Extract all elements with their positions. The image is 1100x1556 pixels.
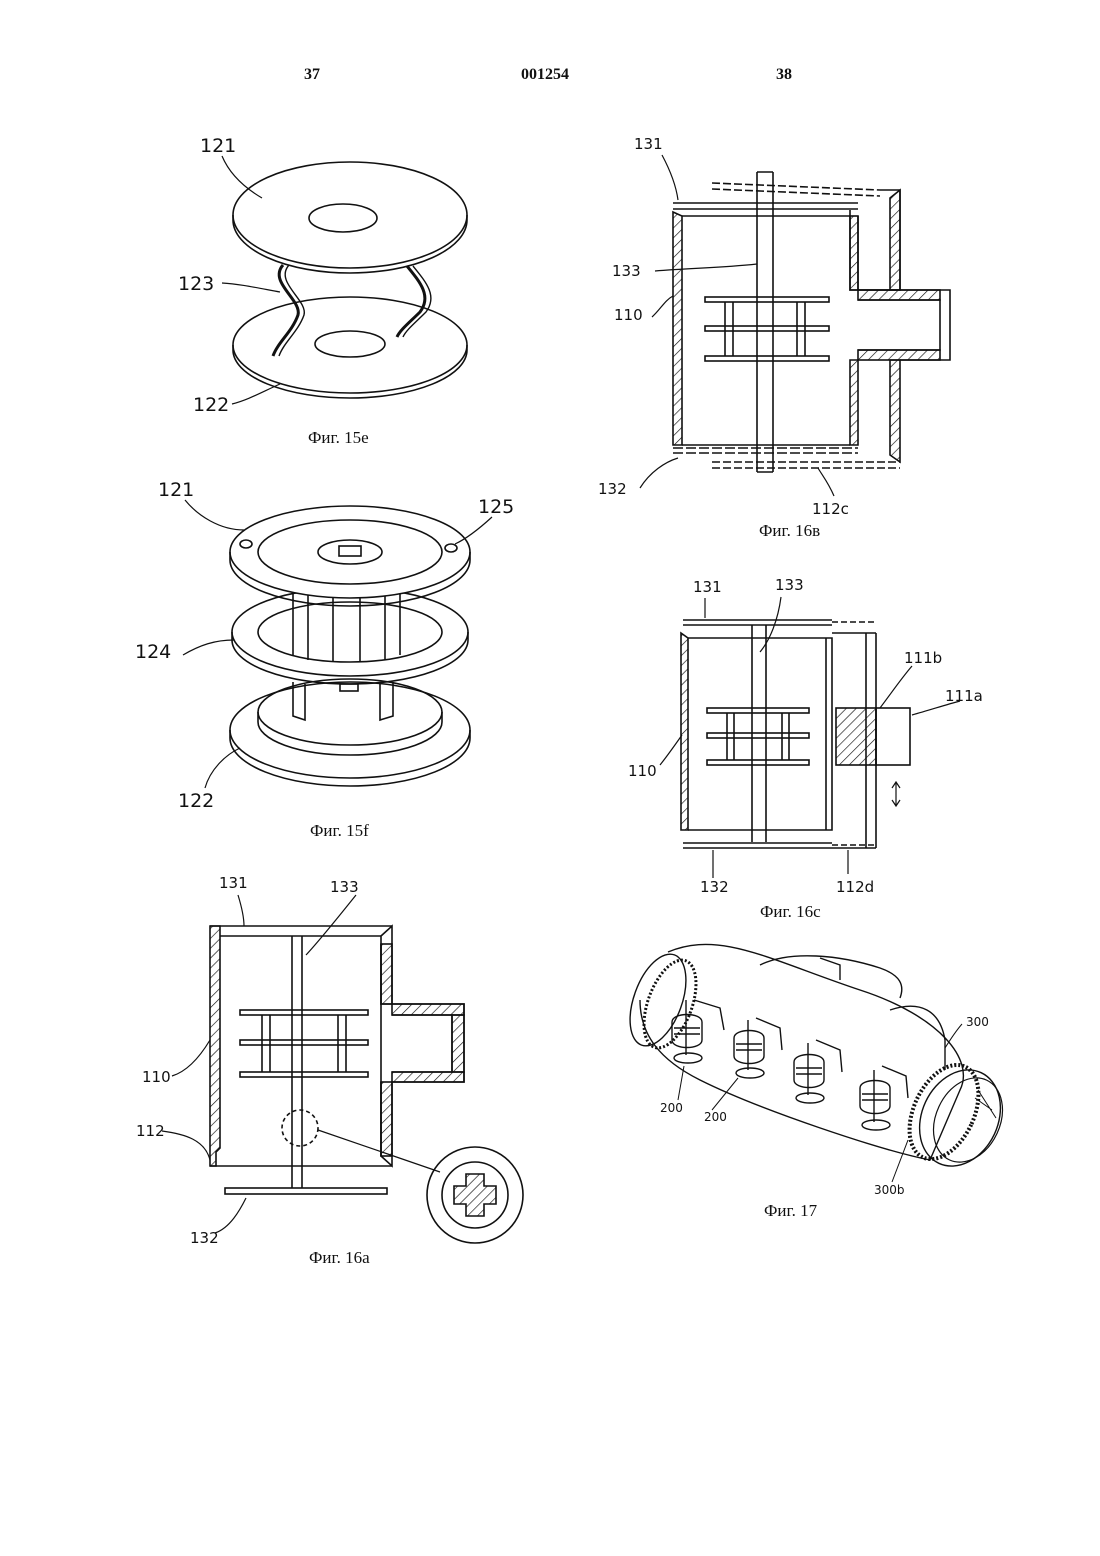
fig16c-label-133: 133 [775,576,804,594]
fig16b-label-112c: 112c [812,500,849,518]
fig15f-label-122: 122 [178,790,214,812]
fig17-valve-4 [860,1066,908,1130]
fig16b-label-131: 131 [634,135,663,153]
fig15f-drawing [183,500,492,788]
fig17-label-200-b: 200 [704,1110,727,1124]
fig16b-label-133: 133 [612,262,641,280]
fig15e-label-123: 123 [178,273,214,295]
fig15e-label-122: 122 [193,394,229,416]
fig16b-label-132: 132 [598,480,627,498]
fig16c-caption: Фиг. 16c [760,902,821,922]
fig16a-label-131: 131 [219,874,248,892]
fig15e-drawing [222,156,467,404]
fig15e-label-121: 121 [200,135,236,157]
fig16c-label-132: 132 [700,878,729,896]
fig17-valve-2 [734,1018,782,1078]
fig16a-label-112: 112 [136,1122,165,1140]
fig15f-label-121: 121 [158,479,194,501]
fig16b-caption: Фиг. 16в [759,521,820,541]
fig15e-caption: Фиг. 15е [308,428,369,448]
fig17-drawing [619,944,1016,1182]
fig16c-label-131: 131 [693,578,722,596]
fig15f-label-125: 125 [478,496,514,518]
fig17-label-300: 300 [966,1015,989,1029]
fig17-label-200-a: 200 [660,1101,683,1115]
fig16a-label-133: 133 [330,878,359,896]
fig17-valve-3 [794,1040,842,1103]
fig16c-drawing [660,597,960,878]
fig16a-label-110: 110 [142,1068,171,1086]
fig16a-caption: Фиг. 16а [309,1248,370,1268]
fig15f-caption: Фиг. 15f [310,821,369,841]
fig16a-label-132: 132 [190,1229,219,1247]
fig17-label-300b: 300b [874,1183,905,1197]
fig16c-label-111a: 111a [945,687,983,705]
fig17-caption: Фиг. 17 [764,1201,817,1221]
fig16b-drawing [640,155,950,496]
fig16c-label-112d: 112d [836,878,874,896]
fig16b-label-110: 110 [614,306,643,324]
fig16a-drawing [162,895,523,1243]
fig16c-label-110: 110 [628,762,657,780]
fig15f-label-124: 124 [135,641,171,663]
fig16c-label-111b: 111b [904,649,942,667]
